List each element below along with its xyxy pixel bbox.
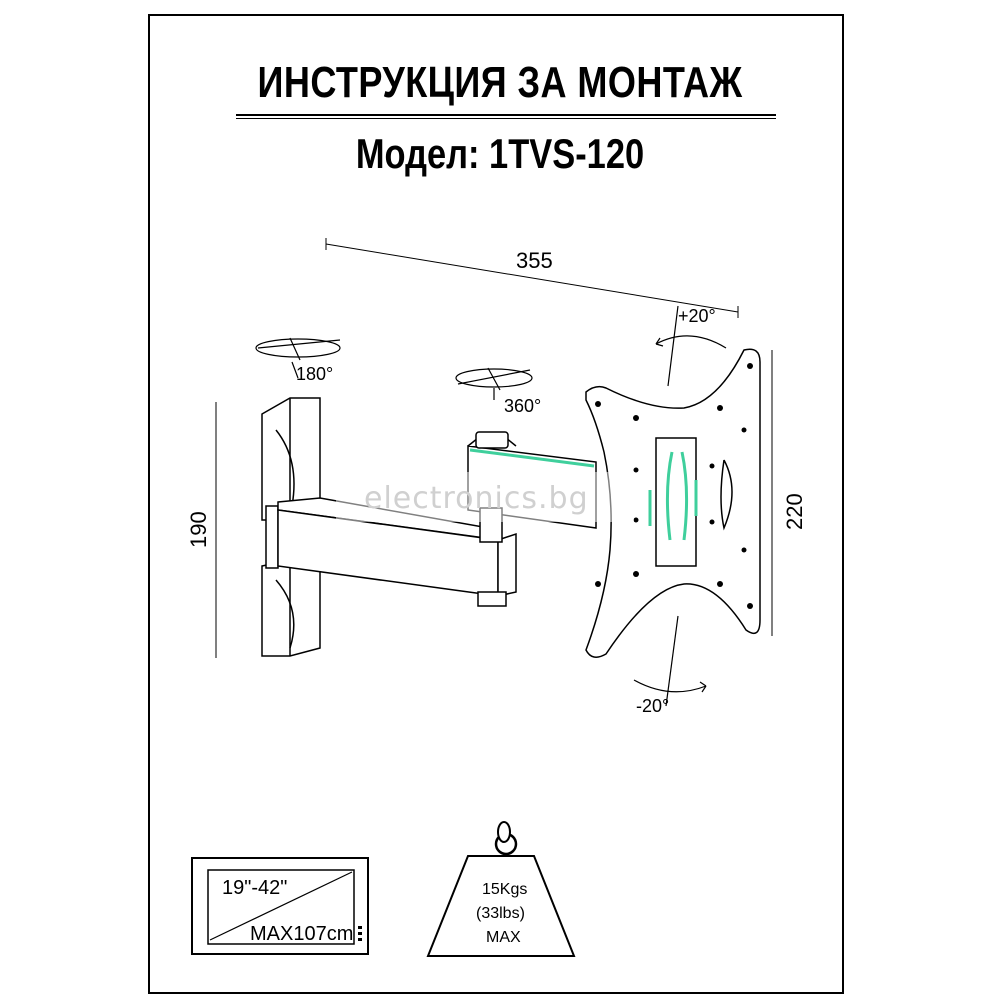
arm-swivel-symbol [455,367,533,400]
wall-swivel-label: 180° [296,364,333,384]
vesa-plate [585,348,761,658]
width-label: 355 [516,248,553,273]
arm-swivel-label: 360° [504,396,541,416]
page-frame [148,14,844,994]
load-kgs: 15Kgs [482,881,527,898]
vesa-accent-slots [648,451,698,541]
title-rule-thick [236,114,776,116]
wall-bracket [261,397,321,657]
width-dimension [325,238,739,318]
wall-height-label: 190 [186,511,211,548]
tv-screen-icon [191,857,369,955]
wall-swivel-symbol [255,337,341,379]
load-max: MAX [486,929,521,946]
screen-size-max: MAX107cm [250,923,353,945]
watermark: electronics.bg [364,481,589,516]
tilt-down-symbol [633,615,707,707]
plate-height-label: 220 [782,493,807,530]
load-lbs: (33lbs) [476,905,525,922]
vesa-holes [595,363,753,609]
tilt-up-label: +20° [678,306,716,326]
screen-size-range: 19"-42" [222,877,287,899]
tilt-down-label: -20° [636,696,669,716]
weight-icon [426,821,576,957]
tilt-up-symbol [655,305,727,387]
tv-indicator-dots [358,926,362,941]
title-rule-thin [236,118,776,119]
document-title: ИНСТРУКЦИЯ ЗА МОНТАЖ [257,58,743,107]
model-label: Модел: 1TVS-120 [355,130,645,177]
watermark-backdrop [336,472,634,522]
arm-accent-line [469,448,595,468]
